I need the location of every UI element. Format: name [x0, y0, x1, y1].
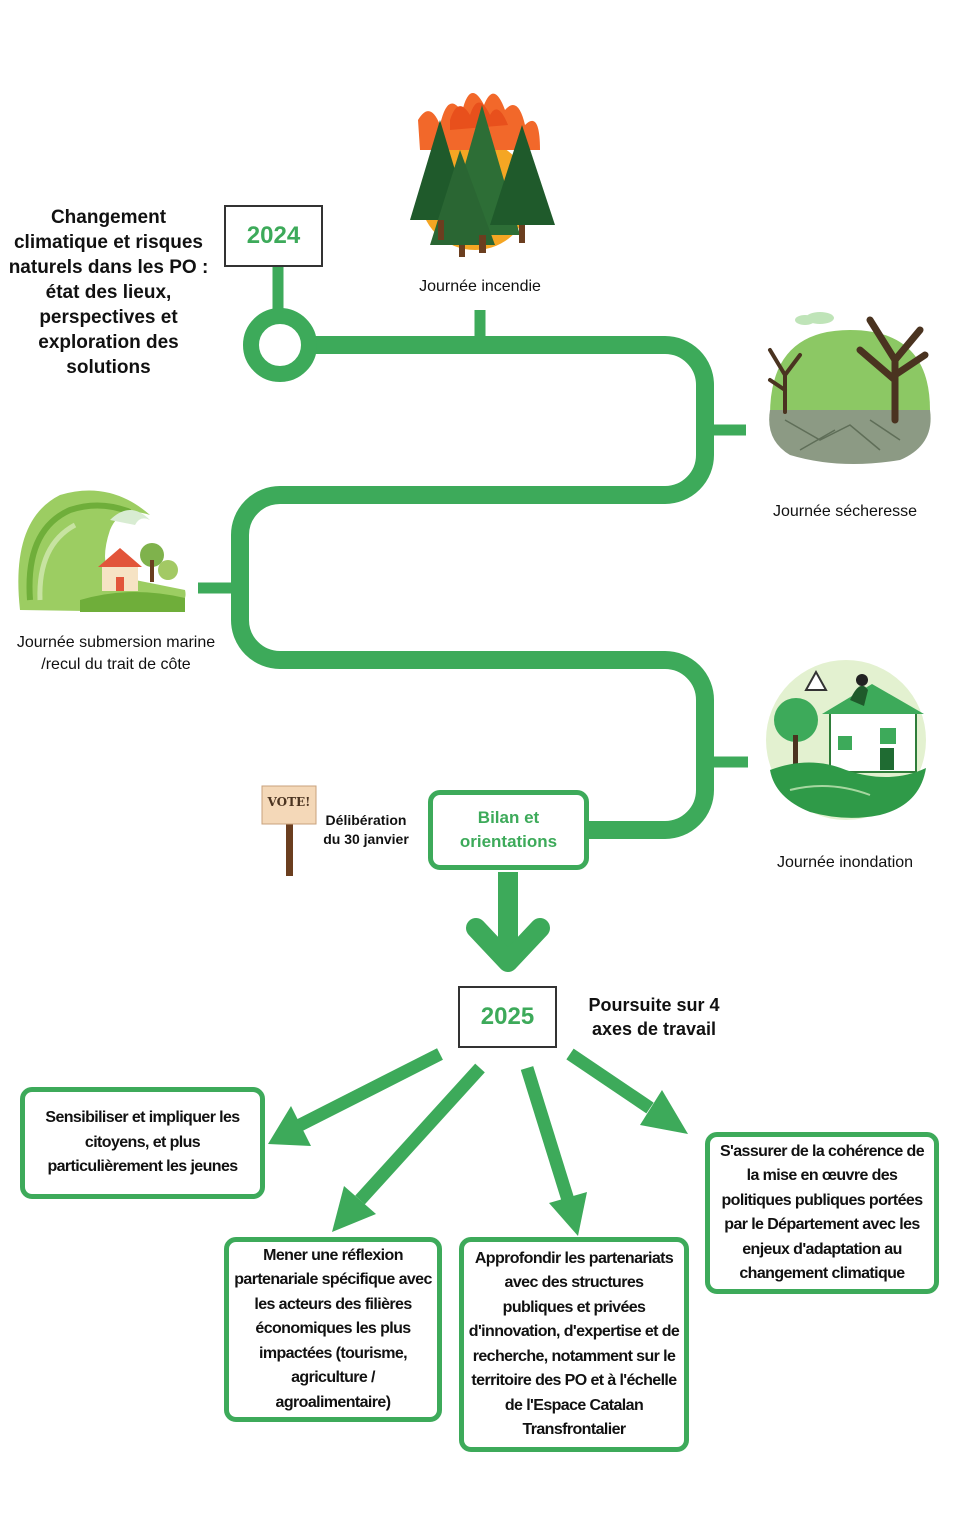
axis-box-4: S'assurer de la cohérence de la mise en … — [705, 1132, 939, 1294]
flood-illustration — [766, 660, 926, 820]
vote-sign-label: VOTE! — [267, 795, 311, 809]
year-2024-box: 2024 — [224, 205, 323, 267]
caption-incendie: Journée incendie — [419, 278, 541, 295]
wave-illustration — [18, 490, 186, 612]
timeline-path — [231, 336, 714, 839]
axis-box-1: Sensibiliser et impliquer les citoyens, … — [20, 1087, 265, 1199]
caption-secheresse: Journée sécheresse — [772, 503, 918, 520]
axis-box-3: Approfondir les partenariats avec des st… — [459, 1237, 689, 1452]
vote-sign-illustration — [261, 785, 317, 876]
poursuite-text: Poursuite sur 4 axes de travail — [588, 995, 720, 1039]
year-2025-box: 2025 — [458, 986, 557, 1048]
axis-box-2: Mener une réflexion partenariale spécifi… — [224, 1237, 442, 1422]
down-arrow-head — [466, 918, 550, 972]
fire-forest-illustration — [410, 93, 555, 257]
intro-title: Changement climatique et risques naturel… — [8, 207, 209, 378]
bilan-box: Bilan et orientations — [428, 790, 589, 870]
start-node-ring — [243, 308, 317, 382]
drought-illustration — [768, 312, 931, 464]
deliberation-text: Délibération du 30 janvier — [323, 812, 409, 847]
caption-submersion: Journée submersion marine /recul du trai… — [16, 634, 216, 673]
axis-arrows — [268, 1048, 688, 1236]
caption-inondation: Journée inondation — [776, 854, 914, 871]
